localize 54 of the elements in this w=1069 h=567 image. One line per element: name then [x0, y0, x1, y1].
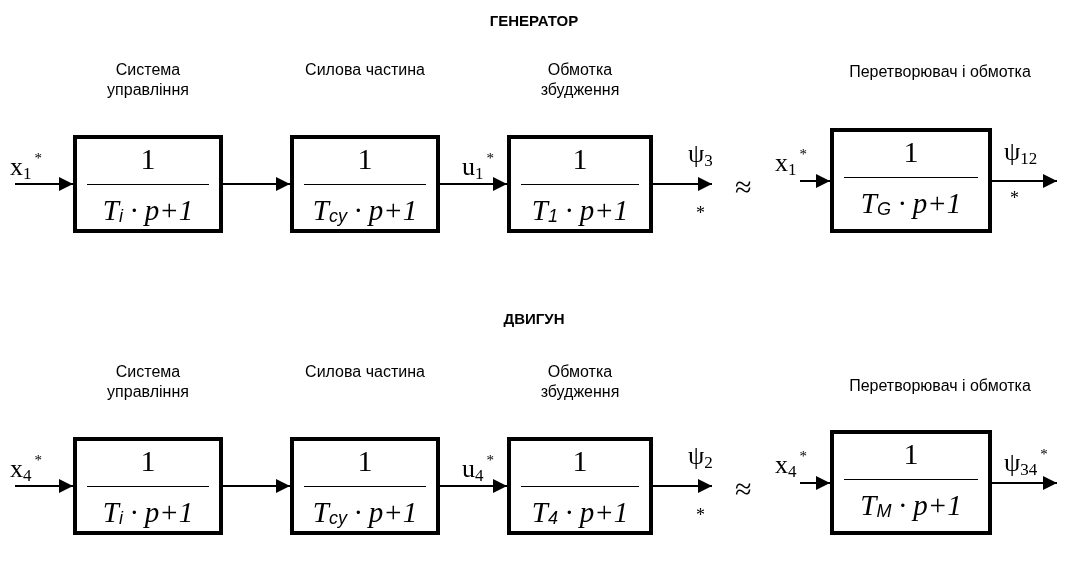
block-caption: Система управління — [106, 362, 190, 402]
transfer-function-block — [73, 437, 223, 535]
section-heading: ГЕНЕРАТОР — [489, 12, 579, 29]
denominator: T$_{1}$ · p+1 — [530, 193, 630, 228]
block-caption: Обмотка збудження — [539, 362, 621, 402]
asterisk-label: * — [696, 203, 705, 224]
section-heading: ДВИГУН — [503, 310, 565, 327]
arrow — [799, 476, 831, 490]
arrow — [439, 479, 508, 493]
denominator: T$_{i}$ · p+1 — [101, 193, 195, 228]
transfer-function-block — [507, 437, 653, 535]
asterisk-label: * — [696, 505, 705, 526]
arrow — [439, 177, 508, 191]
block-caption: Обмотка збудження — [539, 60, 621, 100]
signal-label: ψ$_{12}$ — [1004, 138, 1038, 170]
arrow — [991, 476, 1058, 490]
denominator: T$_{cy}$ · p+1 — [311, 193, 419, 228]
numerator: 1 — [139, 141, 157, 177]
arrow — [991, 174, 1058, 188]
block-caption: Перетворювач і обмотка — [848, 62, 1032, 82]
arrow — [652, 177, 713, 191]
denominator: T$_{cy}$ · p+1 — [311, 495, 419, 530]
arrow — [14, 479, 74, 493]
numerator: 1 — [571, 443, 589, 479]
arrow — [799, 174, 831, 188]
block-caption: Система управління — [106, 60, 190, 100]
arrow — [222, 177, 291, 191]
denominator: T$_{G}$ · p+1 — [859, 186, 963, 221]
transfer-function-block — [507, 135, 653, 233]
transfer-function-block — [830, 430, 992, 535]
numerator: 1 — [902, 436, 920, 472]
approx-sign: ≈ — [735, 472, 752, 506]
denominator: T$_{i}$ · p+1 — [101, 495, 195, 530]
transfer-function-block — [290, 135, 440, 233]
asterisk-label: * — [1010, 188, 1019, 209]
block-caption: Перетворювач і обмотка — [848, 376, 1032, 396]
signal-label: ψ$_{3}$ — [688, 140, 713, 172]
numerator: 1 — [139, 443, 157, 479]
transfer-function-block — [830, 128, 992, 233]
approx-sign: ≈ — [735, 170, 752, 204]
block-caption: Силова частина — [304, 60, 426, 80]
block-caption: Силова частина — [304, 362, 426, 382]
arrow — [652, 479, 713, 493]
numerator: 1 — [356, 141, 374, 177]
denominator: T$_{4}$ · p+1 — [530, 495, 630, 530]
numerator: 1 — [571, 141, 589, 177]
transfer-function-block — [290, 437, 440, 535]
numerator: 1 — [902, 134, 920, 170]
arrow — [222, 479, 291, 493]
numerator: 1 — [356, 443, 374, 479]
transfer-function-block — [73, 135, 223, 233]
arrow — [14, 177, 74, 191]
signal-label: ψ$_{2}$ — [688, 442, 713, 474]
denominator: T$_{M}$ · p+1 — [859, 488, 963, 523]
